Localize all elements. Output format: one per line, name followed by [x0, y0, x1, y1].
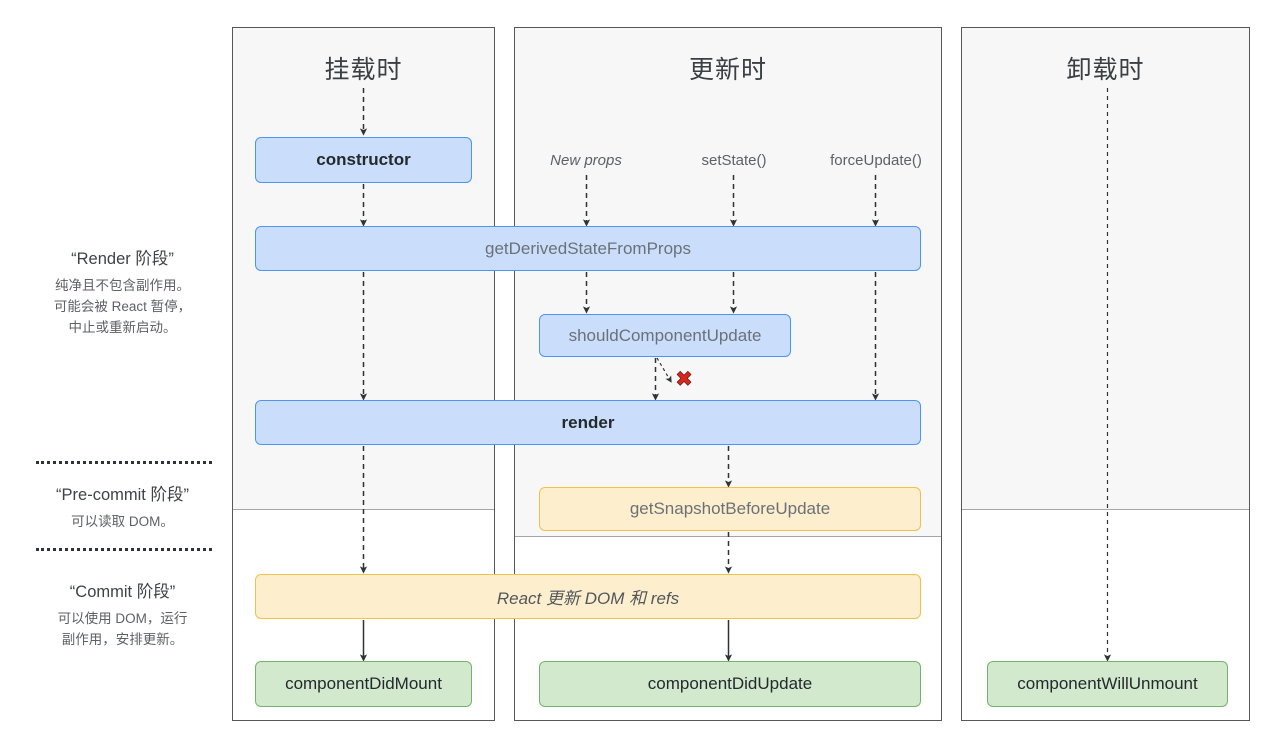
node-component-will-unmount[interactable]: componentWillUnmount	[987, 661, 1228, 707]
phase-render-line-2: 可能会被 React 暂停，	[53, 298, 192, 314]
phase-commit-line-1: 可以使用 DOM，运行	[57, 611, 188, 626]
node-react-updates-dom[interactable]: React 更新 DOM 和 refs	[255, 574, 921, 619]
phase-commit-description: 可以使用 DOM，运行 副作用，安排更新。	[20, 609, 225, 651]
phase-render-line-3: 中止或重新启动。	[68, 319, 177, 335]
column-title-mounting: 挂载时	[324, 56, 403, 84]
skip-render-x-icon: ✖	[675, 368, 693, 392]
trigger-set-state: setState()	[701, 152, 767, 169]
phase-render-title: “Render 阶段”	[71, 250, 174, 268]
node-get-derived-state-from-props[interactable]: getDerivedStateFromProps	[255, 226, 921, 271]
unmounting-phase-divider	[962, 509, 1249, 510]
phase-caption-render: “Render 阶段” 纯净且不包含副作用。 可能会被 React 暂停， 中止…	[20, 245, 225, 339]
updating-phase-divider	[515, 536, 941, 537]
node-component-did-update[interactable]: componentDidUpdate	[539, 661, 921, 707]
phase-commit-title: “Commit 阶段”	[69, 583, 176, 601]
phase-caption-commit: “Commit 阶段” 可以使用 DOM，运行 副作用，安排更新。	[20, 578, 225, 651]
phase-pre-commit-title: “Pre-commit 阶段”	[56, 486, 189, 504]
node-component-did-mount[interactable]: componentDidMount	[255, 661, 472, 707]
node-should-component-update[interactable]: shouldComponentUpdate	[539, 314, 791, 357]
mounting-phase-divider	[233, 509, 494, 510]
node-render[interactable]: render	[255, 400, 921, 445]
node-get-snapshot-before-update[interactable]: getSnapshotBeforeUpdate	[539, 487, 921, 531]
phase-pre-commit-line-1: 可以读取 DOM。	[71, 514, 174, 529]
phase-caption-pre-commit: “Pre-commit 阶段” 可以读取 DOM。	[20, 481, 225, 533]
phase-separator-top	[36, 461, 212, 464]
phase-render-line-1: 纯净且不包含副作用。	[55, 278, 190, 293]
trigger-force-update: forceUpdate()	[830, 152, 922, 169]
phase-separator-bottom	[36, 548, 212, 551]
column-title-updating: 更新时	[688, 56, 767, 84]
phase-render-description: 纯净且不包含副作用。 可能会被 React 暂停， 中止或重新启动。	[20, 276, 225, 339]
trigger-new-props: New props	[550, 152, 622, 169]
node-constructor[interactable]: constructor	[255, 137, 472, 183]
phase-pre-commit-description: 可以读取 DOM。	[20, 512, 225, 533]
column-title-unmounting: 卸载时	[1066, 56, 1145, 84]
phase-commit-line-2: 副作用，安排更新。	[61, 631, 184, 647]
